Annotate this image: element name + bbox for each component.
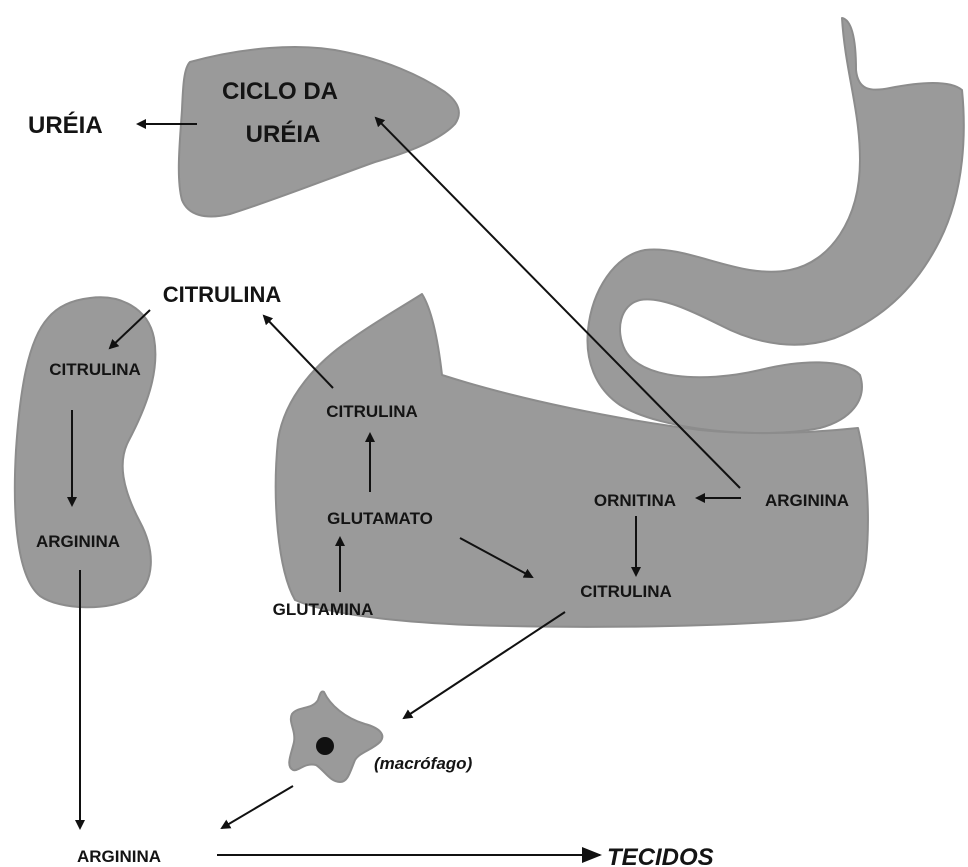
liver-cycle-label-line1: CICLO DA bbox=[222, 78, 338, 105]
urea-output-label: URÉIA bbox=[28, 111, 103, 139]
intestine-citrulline-bottom-label: CITRULINA bbox=[580, 582, 672, 601]
kidney-citrulline-label: CITRULINA bbox=[49, 360, 141, 379]
arrow-intestine-citrulline-to-blood bbox=[264, 316, 333, 388]
final-arginine-label: ARGININA bbox=[77, 847, 161, 866]
kidney-arginine-label: ARGININA bbox=[36, 532, 120, 551]
blood-citrulline-label: CITRULINA bbox=[163, 282, 282, 307]
arrow-macrophage-to-arginine bbox=[222, 786, 293, 828]
liver-cycle-label-line2: URÉIA bbox=[246, 120, 321, 148]
kidney-shape bbox=[15, 297, 156, 607]
glutamate-label: GLUTAMATO bbox=[327, 509, 433, 528]
ornithine-label: ORNITINA bbox=[594, 491, 676, 510]
macrophage-label: (macrófago) bbox=[374, 754, 473, 773]
glutamine-label: GLUTAMINA bbox=[273, 600, 374, 619]
macrophage-nucleus bbox=[316, 737, 334, 755]
macrophage-shape bbox=[289, 691, 382, 782]
intestine-citrulline-top-label: CITRULINA bbox=[326, 402, 418, 421]
stomach-shape bbox=[587, 18, 963, 433]
intestine-arginine-label: ARGININA bbox=[765, 491, 849, 510]
tissues-label: TECIDOS bbox=[607, 844, 714, 867]
arrow-citrulline-to-macrophage bbox=[404, 612, 565, 718]
